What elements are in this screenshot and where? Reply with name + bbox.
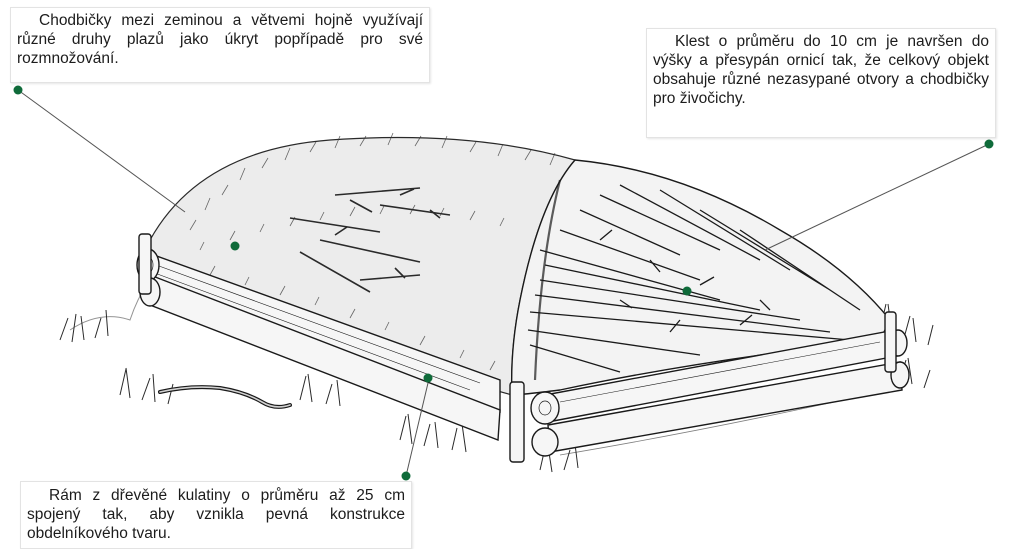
callout-bottom-text: Rám z dřevěné kulatiny o průměru až 25 c… [27, 487, 405, 542]
callout-top-right: Klest o průměru do 10 cm je navršen do v… [646, 28, 996, 138]
marker-dot [14, 86, 23, 95]
callout-top-left: Chodbičky mezi zeminou a větvemi hojně v… [10, 7, 430, 83]
marker-dot [402, 472, 411, 481]
snake [160, 387, 290, 407]
marker-dot [683, 287, 692, 296]
leader-top-right [765, 144, 989, 250]
leader-top-left [18, 90, 185, 212]
callout-top-right-text: Klest o průměru do 10 cm je navršen do v… [653, 33, 989, 107]
marker-dot [424, 374, 433, 383]
callout-bottom: Rám z dřevěné kulatiny o průměru až 25 c… [20, 481, 412, 549]
callout-top-left-text: Chodbičky mezi zeminou a větvemi hojně v… [17, 12, 423, 67]
marker-dot [231, 242, 240, 251]
marker-dot [985, 140, 994, 149]
